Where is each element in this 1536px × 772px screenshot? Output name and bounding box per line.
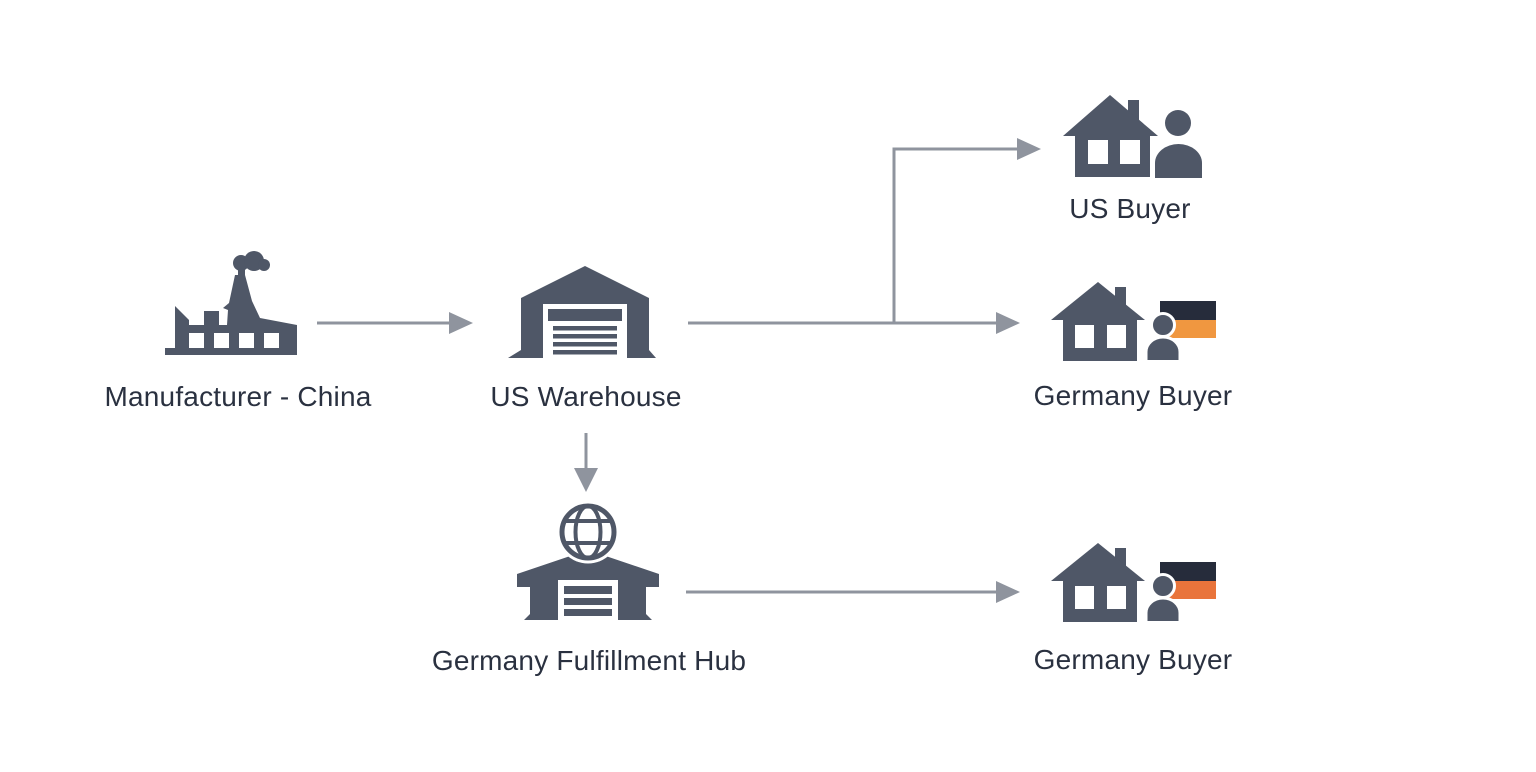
arrowhead-icon: [996, 312, 1020, 334]
arrowhead-icon: [449, 312, 473, 334]
node-label-manufacturer-china: Manufacturer - China: [104, 381, 372, 412]
node-label-germany-buyer-hub: Germany Buyer: [1033, 644, 1233, 675]
arrowhead-icon: [1017, 138, 1041, 160]
node-label-us-buyer: US Buyer: [1069, 193, 1191, 224]
node-label-us-warehouse: US Warehouse: [490, 381, 682, 412]
arrow-warehouse-to-us-buyer: [892, 147, 1017, 323]
house-person-icon: [1063, 95, 1202, 178]
person-icon: [1144, 312, 1182, 363]
person-icon: [1144, 573, 1182, 624]
globe-icon: [556, 500, 620, 564]
node-label-germany-fulfillment-hub: Germany Fulfillment Hub: [431, 645, 747, 676]
node-label-germany-buyer-direct: Germany Buyer: [1033, 380, 1233, 411]
factory-icon: [165, 251, 297, 355]
arrowhead-icon: [996, 581, 1020, 603]
house-person-german-flag-icon: [1051, 282, 1218, 363]
arrowhead-icon: [574, 468, 598, 492]
warehouse-icon: [508, 266, 656, 358]
house-person-german-flag-icon: [1051, 543, 1218, 624]
warehouse-globe-icon: [517, 500, 659, 620]
